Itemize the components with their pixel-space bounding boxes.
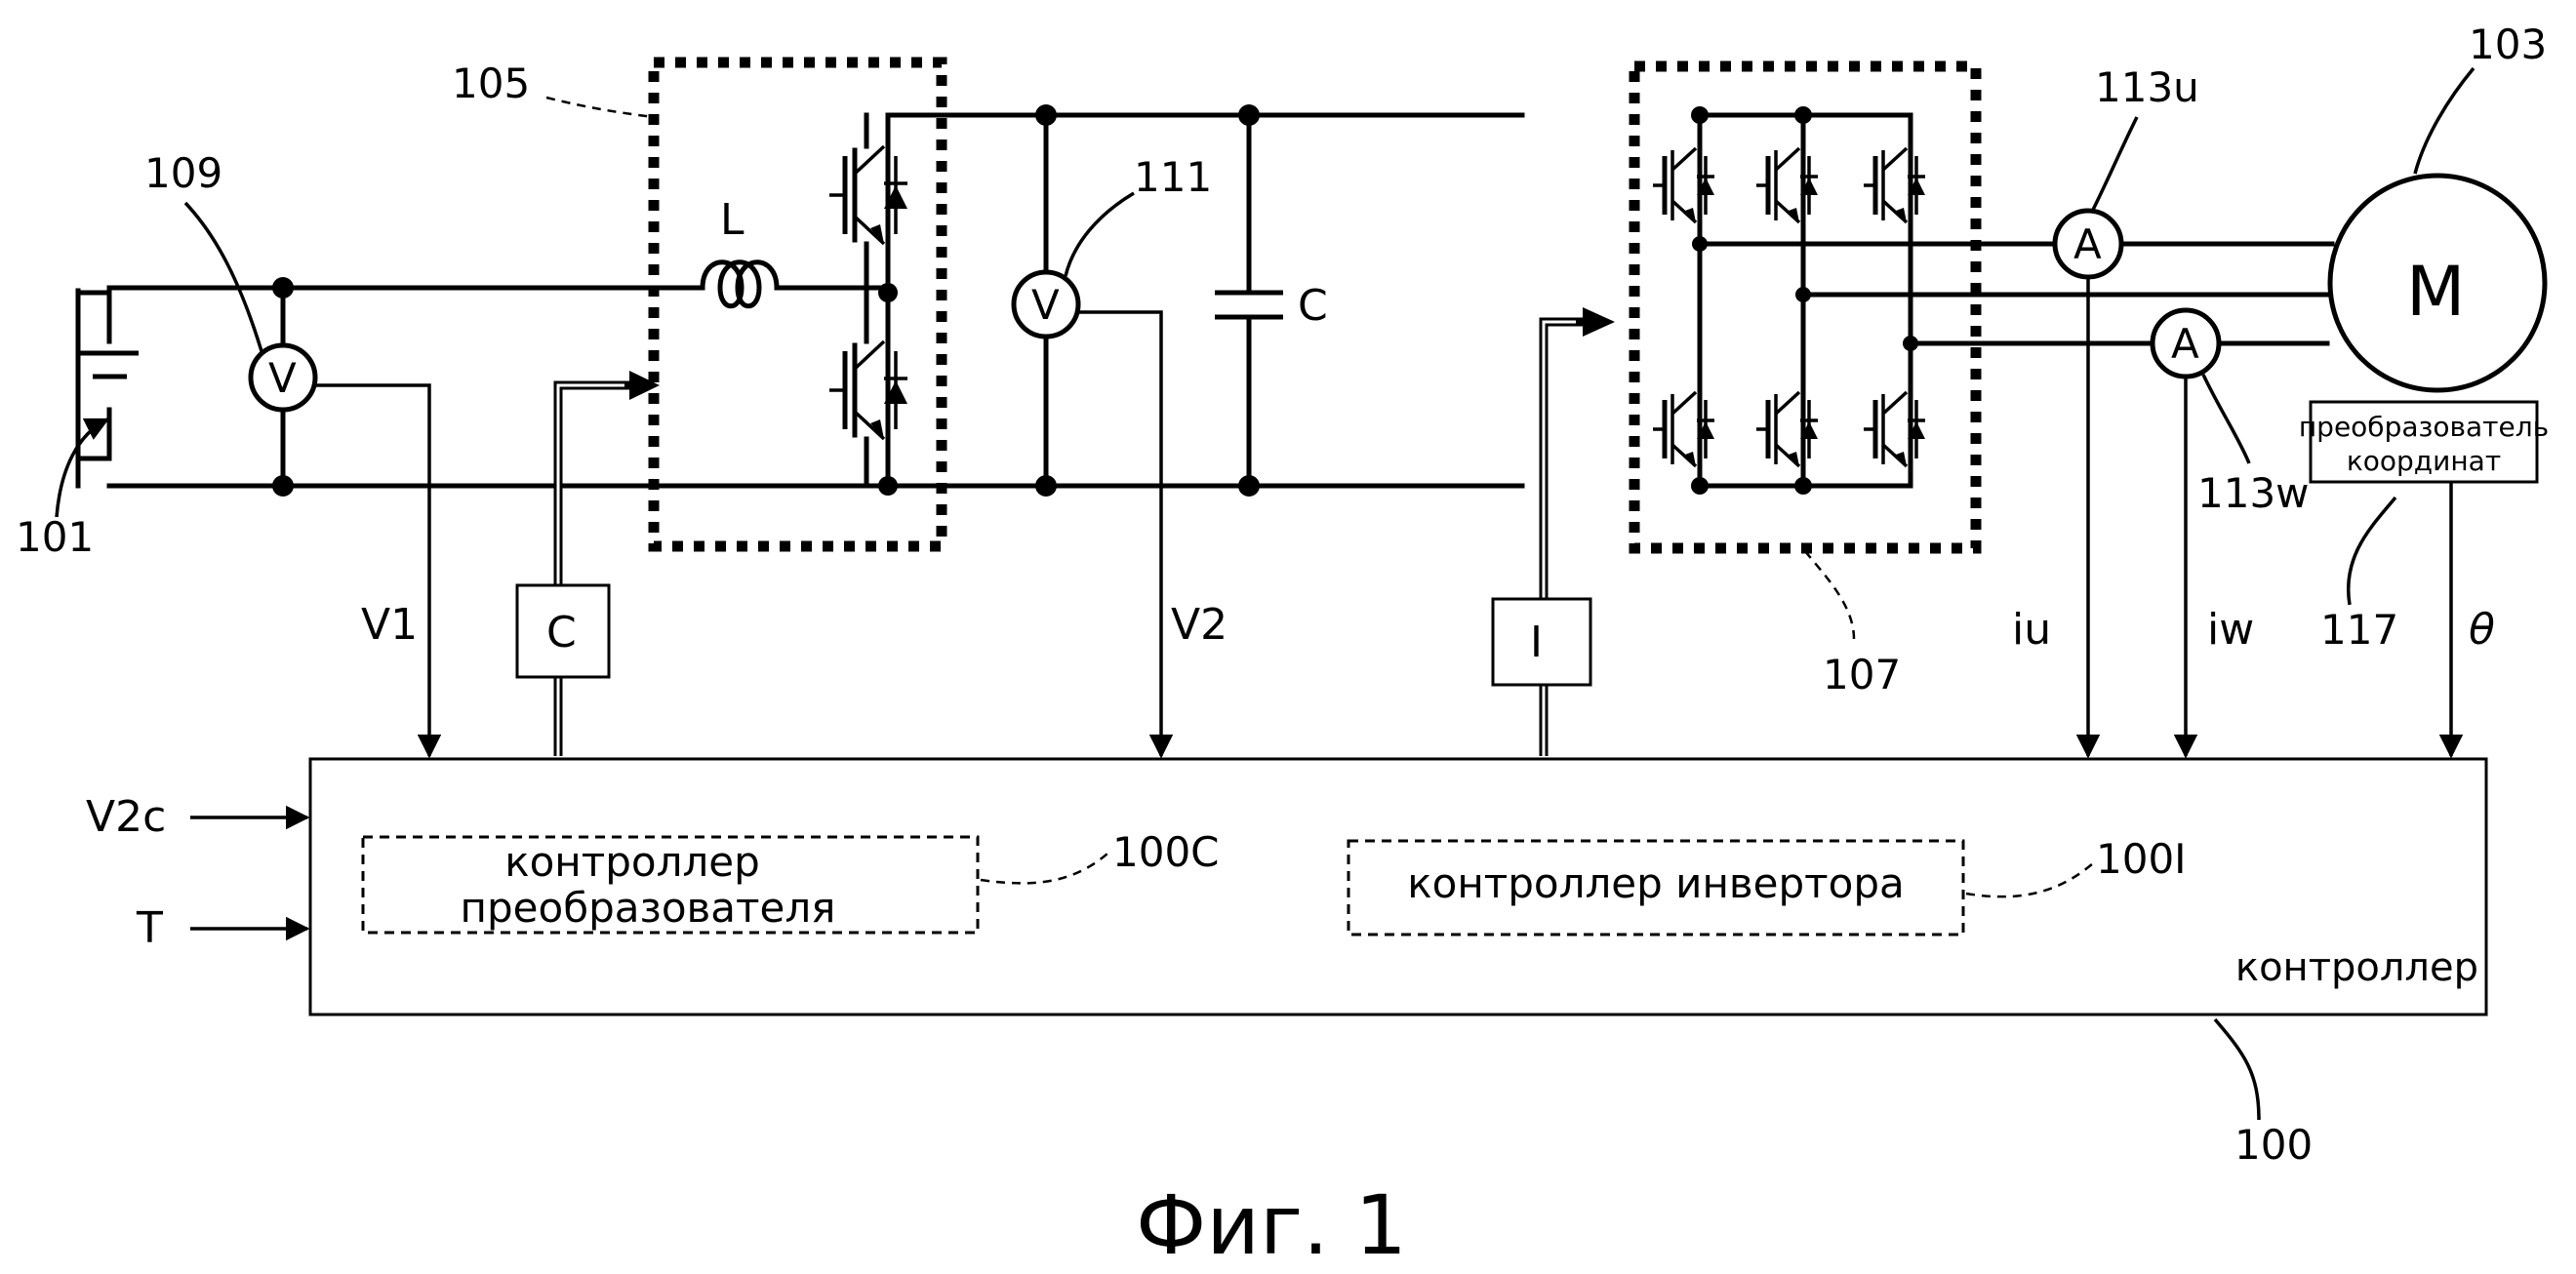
inverter-controller: контроллер инвертора xyxy=(1347,839,1965,936)
ammeter-u: A xyxy=(2052,208,2124,759)
svg-text:контроллер инвертора: контроллер инвертора xyxy=(1407,859,1904,907)
motor-ref: 103 xyxy=(2413,20,2547,175)
svg-text:контроллер: контроллер xyxy=(2235,945,2478,990)
converter-ref: 105 xyxy=(452,60,655,119)
svg-text:C: C xyxy=(546,608,577,657)
signal-iu: iu xyxy=(2012,605,2051,655)
svg-text:контроллер: контроллер xyxy=(504,838,760,886)
svg-text:C: C xyxy=(1298,281,1328,331)
converter-controller: контроллер преобразователя xyxy=(361,835,980,935)
ammeter-w: A xyxy=(2150,307,2222,759)
inverter-switches xyxy=(1653,106,1925,495)
ammeter-w-ref: 113w xyxy=(2197,374,2310,517)
signal-v2: V2 xyxy=(1171,600,1228,650)
svg-text:107: 107 xyxy=(1823,651,1901,698)
svg-text:преобразователь: преобразователь xyxy=(2299,411,2549,443)
inverter-controller-ref: 100I xyxy=(1965,835,2187,898)
transformer-ref: 117 xyxy=(2320,496,2398,654)
svg-text:103: 103 xyxy=(2469,20,2547,68)
capacitor: C xyxy=(1215,112,1328,489)
motor: M xyxy=(2327,173,2548,393)
svg-text:105: 105 xyxy=(452,60,530,107)
svg-text:I: I xyxy=(1530,617,1543,667)
svg-text:100I: 100I xyxy=(2096,835,2187,883)
inverter-box xyxy=(1629,60,1982,554)
controller-ref: 100 xyxy=(2213,1017,2313,1169)
svg-text:111: 111 xyxy=(1134,153,1212,201)
converter-box xyxy=(648,57,947,552)
battery-ref: 101 xyxy=(16,418,110,561)
svg-text:A: A xyxy=(2073,220,2102,268)
inverter-control-bus: I xyxy=(1491,307,1615,756)
signal-theta: θ xyxy=(2469,605,2495,655)
controller: контроллер xyxy=(308,757,2488,1016)
ammeter-u-ref: 113u xyxy=(2091,63,2199,211)
svg-text:координат: координат xyxy=(2347,445,2501,477)
svg-text:L: L xyxy=(720,195,745,245)
input-v2c: V2c xyxy=(86,792,310,842)
inductor: L xyxy=(700,195,780,309)
svg-text:A: A xyxy=(2171,320,2199,368)
svg-text:преобразователя: преобразователя xyxy=(461,884,836,932)
svg-text:M: M xyxy=(2406,252,2465,332)
voltmeter-109-ref: 109 xyxy=(144,149,263,352)
svg-text:101: 101 xyxy=(16,513,94,561)
converter-controller-ref: 100C xyxy=(980,828,1220,885)
converter-control-bus: C xyxy=(515,371,660,756)
svg-text:100: 100 xyxy=(2234,1121,2313,1169)
input-t: T xyxy=(136,903,310,953)
voltmeter-111: V xyxy=(1011,112,1174,759)
svg-text:V2c: V2c xyxy=(86,792,166,842)
dc-link xyxy=(885,104,1525,497)
coordinate-transformer: преобразователь координат xyxy=(2299,400,2549,759)
svg-text:100C: 100C xyxy=(1112,828,1220,876)
svg-text:109: 109 xyxy=(144,149,222,197)
voltmeter-111-ref: 111 xyxy=(1064,153,1212,277)
svg-text:T: T xyxy=(136,903,163,953)
signal-iw: iw xyxy=(2207,605,2254,655)
voltmeter-109: V xyxy=(248,285,442,759)
svg-text:117: 117 xyxy=(2320,606,2398,654)
figure-caption: Фиг. 1 xyxy=(1136,1177,1407,1273)
input-rails xyxy=(75,277,891,497)
converter-switches xyxy=(829,112,907,496)
svg-text:113w: 113w xyxy=(2197,469,2310,517)
signal-v1: V1 xyxy=(361,600,418,650)
svg-text:V: V xyxy=(1031,281,1060,329)
svg-text:113u: 113u xyxy=(2095,63,2199,111)
svg-text:V: V xyxy=(268,354,297,402)
inverter-ref: 107 xyxy=(1804,550,1901,698)
phase-lines xyxy=(1697,241,2340,346)
